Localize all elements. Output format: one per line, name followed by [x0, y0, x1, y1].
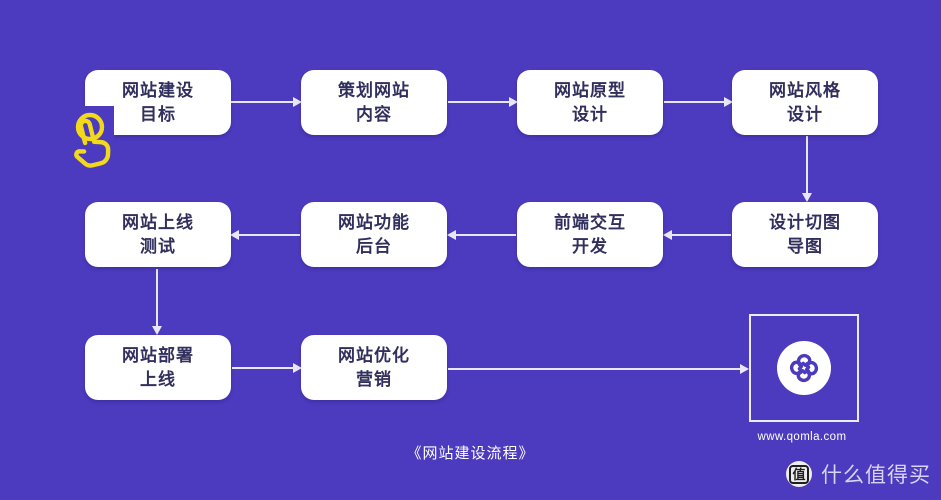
node-line: 网站原型: [554, 80, 626, 100]
node-line: 网站风格: [769, 80, 841, 100]
website-url: www.qomla.com: [757, 431, 847, 443]
node-line: 前端交互: [554, 212, 626, 232]
smzdm-badge-glyph: 值: [789, 464, 809, 484]
node-line: 网站部署: [122, 345, 194, 365]
flow-node-prototype: 网站原型 设计: [517, 70, 663, 135]
arrow-plan-to-prototype: [448, 97, 518, 107]
node-line: 后台: [356, 236, 392, 256]
flow-node-style: 网站风格 设计: [732, 70, 878, 135]
node-line: 设计: [572, 104, 608, 124]
node-line: 设计切图: [769, 212, 841, 232]
node-line: 网站功能: [338, 212, 410, 232]
arrow-frontend-to-backend: [447, 230, 516, 240]
qomla-logo-icon: [789, 353, 819, 383]
arrow-style-to-slicing: [802, 136, 812, 202]
node-line: 策划网站: [338, 80, 410, 100]
node-line: 设计: [787, 104, 823, 124]
company-logo-circle: [777, 341, 831, 395]
arrow-marketing-to-logo: [448, 364, 749, 374]
arrow-backend-to-testing: [230, 230, 300, 240]
flow-node-backend: 网站功能 后台: [301, 202, 447, 267]
arrow-deploy-to-marketing: [232, 363, 302, 373]
arrow-testing-to-deploy: [152, 269, 162, 335]
diagram-caption: 《网站建设流程》: [406, 445, 535, 462]
arrow-prototype-to-style: [664, 97, 733, 107]
node-line: 网站上线: [122, 212, 194, 232]
node-line: 网站建设: [122, 80, 194, 100]
flow-node-slicing: 设计切图 导图: [732, 202, 878, 267]
arrow-slicing-to-frontend: [663, 230, 731, 240]
node-line: 营销: [356, 369, 392, 389]
smzdm-watermark-text: 什么值得买: [821, 464, 931, 487]
node-line: 导图: [787, 236, 823, 256]
node-line: 开发: [572, 236, 608, 256]
flow-node-marketing: 网站优化 营销: [301, 335, 447, 400]
tap-hand-icon: [62, 108, 114, 175]
flow-node-plan: 策划网站 内容: [301, 70, 447, 135]
flow-node-testing: 网站上线 测试: [85, 202, 231, 267]
flow-node-deploy: 网站部署 上线: [85, 335, 231, 400]
arrow-goal-to-plan: [231, 97, 302, 107]
company-logo-frame: [749, 314, 859, 422]
node-line: 测试: [140, 236, 176, 256]
flow-node-frontend: 前端交互 开发: [517, 202, 663, 267]
node-line: 上线: [140, 369, 176, 389]
smzdm-watermark: 值 什么值得买: [786, 459, 931, 489]
node-line: 内容: [356, 104, 392, 124]
smzdm-badge-icon: 值: [786, 461, 812, 487]
node-line: 目标: [140, 104, 176, 124]
node-line: 网站优化: [338, 345, 410, 365]
